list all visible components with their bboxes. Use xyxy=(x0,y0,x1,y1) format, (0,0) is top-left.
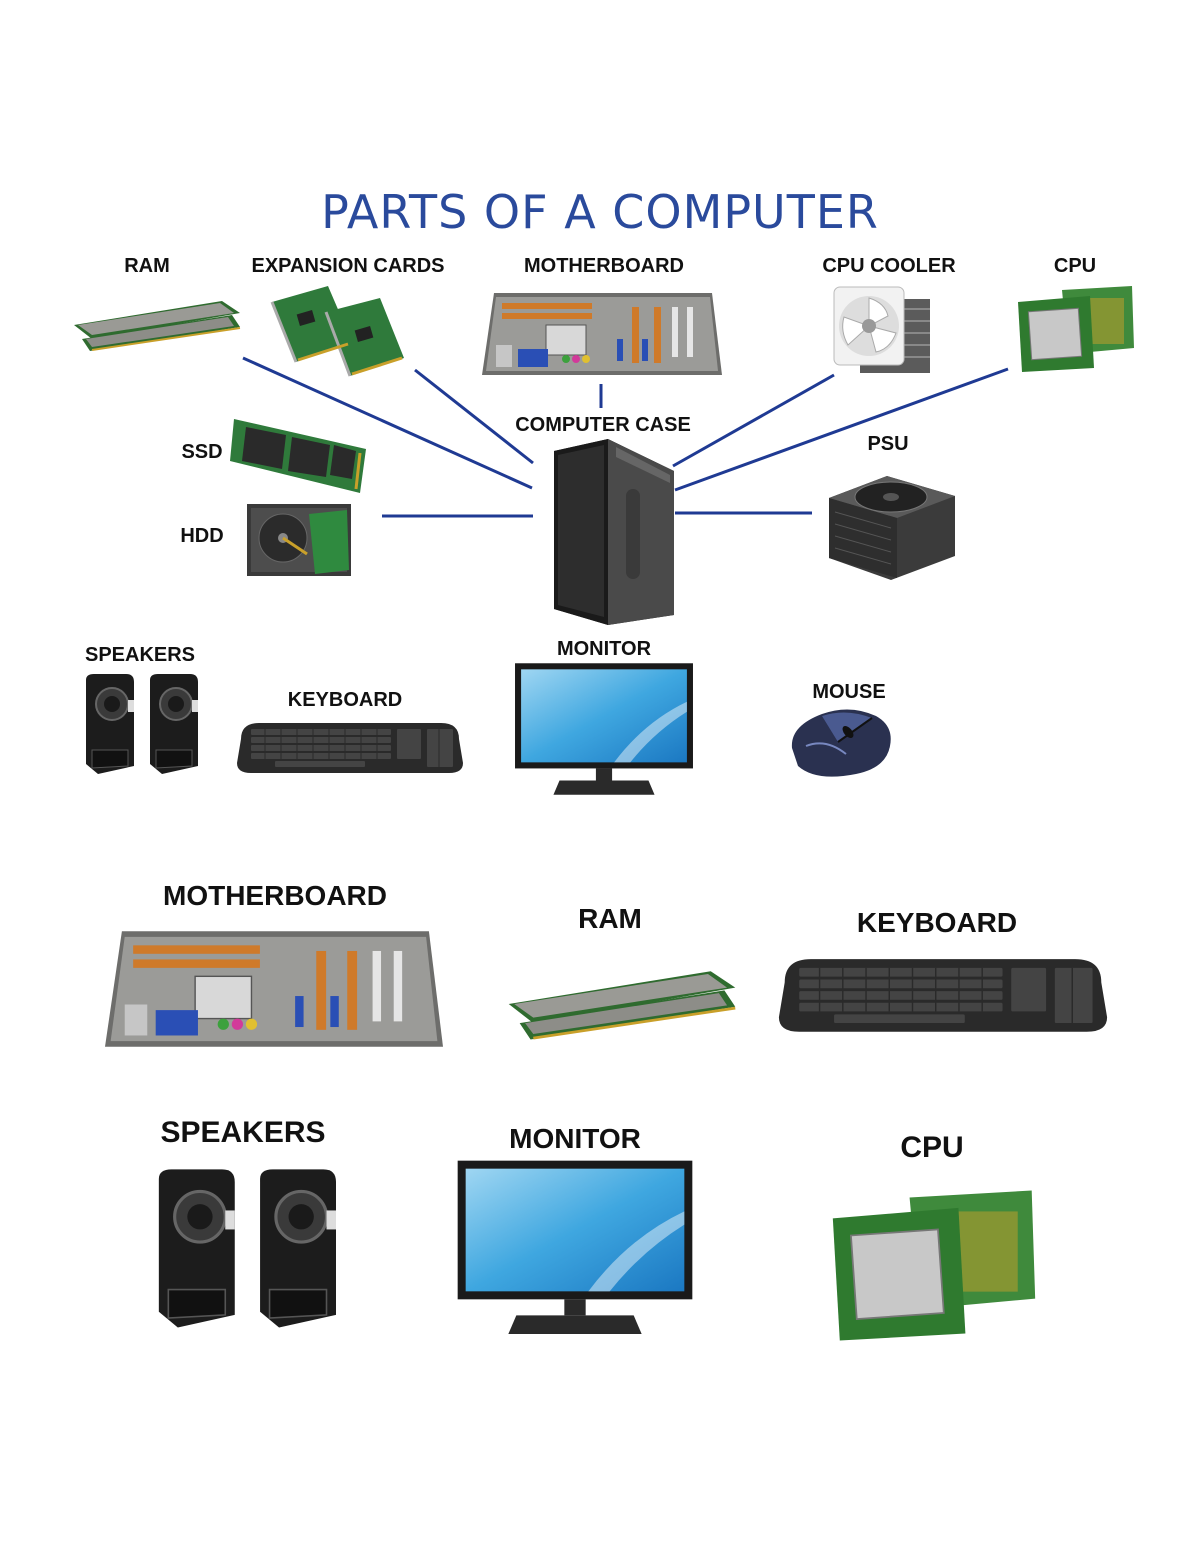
gallery-motherboard-image xyxy=(105,925,443,1053)
connector-cpu-cooler xyxy=(672,373,835,468)
ssd-image xyxy=(230,415,370,495)
cpu-image xyxy=(1016,284,1136,374)
gallery-speakers-image xyxy=(146,1163,352,1337)
motherboard-image xyxy=(482,289,722,379)
label-expansion-cards: EXPANSION CARDS xyxy=(251,255,445,277)
gallery-cpu-image xyxy=(829,1187,1039,1344)
gallery-monitor-image xyxy=(455,1158,695,1338)
connector-cpu xyxy=(674,367,1009,492)
label-hdd: HDD xyxy=(180,525,224,547)
label-monitor: MONITOR xyxy=(556,638,652,660)
connector-expansion-cards xyxy=(414,368,534,465)
speakers-image xyxy=(78,670,208,780)
gallery-ram-image xyxy=(506,963,738,1045)
mouse-image xyxy=(786,702,896,782)
cpu-cooler-image xyxy=(830,281,940,381)
keyboard-image xyxy=(235,717,465,777)
label-computer-case: COMPUTER CASE xyxy=(515,414,691,436)
label-speakers: SPEAKERS xyxy=(84,644,196,666)
gallery-label-ram: RAM xyxy=(578,903,642,934)
label-mouse: MOUSE xyxy=(812,681,886,703)
label-keyboard: KEYBOARD xyxy=(287,689,403,711)
monitor-image xyxy=(513,661,695,798)
gallery-label-cpu: CPU xyxy=(900,1131,964,1164)
connector-ram xyxy=(242,356,533,490)
page-title: PARTS OF A COMPUTER xyxy=(321,185,879,239)
gallery-label-monitor: MONITOR xyxy=(509,1123,641,1154)
label-ram: RAM xyxy=(124,255,170,277)
label-cpu: CPU xyxy=(1053,255,1097,277)
ram-image xyxy=(72,295,242,355)
label-ssd: SSD xyxy=(181,441,223,463)
gallery-label-motherboard: MOTHERBOARD xyxy=(163,880,387,911)
psu-image xyxy=(827,472,957,582)
gallery-label-speakers: SPEAKERS xyxy=(160,1116,326,1149)
gallery-label-keyboard: KEYBOARD xyxy=(856,907,1018,938)
expansion-cards-image xyxy=(268,282,418,382)
label-psu: PSU xyxy=(867,433,909,455)
gallery-keyboard-image xyxy=(776,950,1110,1038)
computer-case-image xyxy=(546,437,676,627)
label-cpu-cooler: CPU COOLER xyxy=(822,255,956,277)
hdd-image xyxy=(245,500,355,580)
label-motherboard: MOTHERBOARD xyxy=(524,255,684,277)
